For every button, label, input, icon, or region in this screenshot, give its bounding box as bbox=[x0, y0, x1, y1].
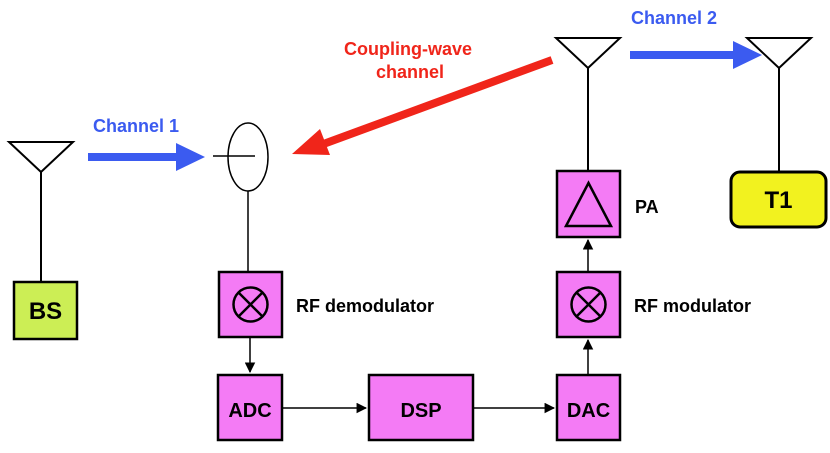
bs-antenna-icon bbox=[6, 141, 76, 282]
dac-label: DAC bbox=[567, 400, 610, 422]
channel2-label: Channel 2 bbox=[631, 8, 717, 28]
t1-block: T1 bbox=[729, 170, 828, 229]
pa-label: PA bbox=[635, 197, 659, 217]
circulator-icon bbox=[213, 122, 269, 272]
mixer-icon bbox=[570, 286, 607, 323]
coupling-wave-arrow bbox=[292, 56, 554, 155]
channel1-label: Channel 1 bbox=[93, 116, 179, 136]
mixer-icon bbox=[232, 286, 269, 323]
bs-block: BS bbox=[12, 280, 79, 341]
channel1-arrow bbox=[88, 143, 205, 171]
adc-block: ADC bbox=[216, 373, 284, 442]
bs-label: BS bbox=[29, 298, 62, 325]
channel2-arrow bbox=[630, 41, 762, 69]
t1-antenna-icon bbox=[744, 37, 814, 172]
coupling-label-line1: Coupling-wave bbox=[344, 39, 472, 59]
coupling-label-line2: channel bbox=[376, 62, 444, 82]
rf-demodulator-block bbox=[217, 270, 284, 339]
rf-modulator-block bbox=[555, 270, 622, 339]
t1-label: T1 bbox=[764, 187, 792, 214]
pa-block bbox=[555, 169, 622, 239]
repeater-tx-antenna-icon bbox=[553, 37, 623, 171]
rf-modulator-label: RF modulator bbox=[634, 296, 751, 316]
triangle-amplifier-icon bbox=[563, 180, 614, 228]
rf-demodulator-label: RF demodulator bbox=[296, 296, 434, 316]
dac-block: DAC bbox=[555, 373, 622, 442]
adc-label: ADC bbox=[228, 400, 271, 422]
dsp-label: DSP bbox=[400, 400, 441, 422]
dsp-block: DSP bbox=[367, 373, 475, 442]
